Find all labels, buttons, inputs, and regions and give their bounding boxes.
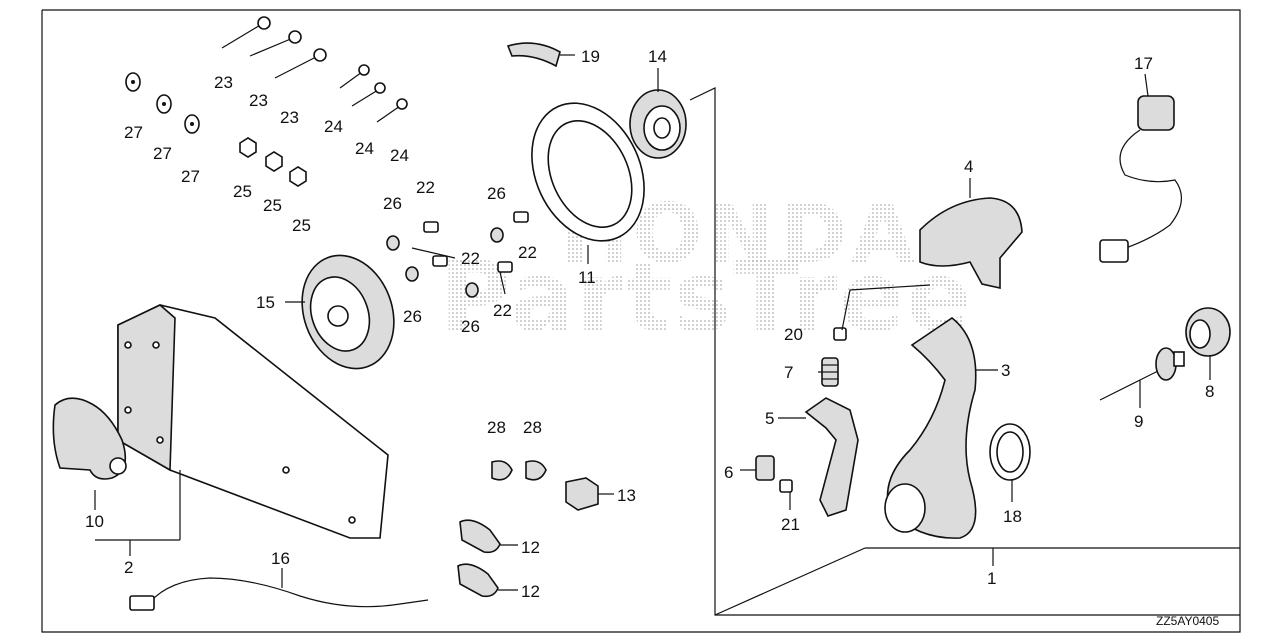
label-8: 8 — [1205, 382, 1214, 401]
label-23a: 23 — [214, 73, 233, 92]
label-26c: 26 — [461, 317, 480, 336]
label-12b: 12 — [521, 582, 540, 601]
label-6: 6 — [724, 463, 733, 482]
label-5: 5 — [765, 409, 774, 428]
label-17: 17 — [1134, 54, 1153, 73]
label-27a: 27 — [124, 123, 143, 142]
label-28a: 28 — [487, 418, 506, 437]
label-4: 4 — [964, 157, 973, 176]
part-labels: 1 2 3 4 5 6 7 8 9 10 11 12 12 13 14 15 1… — [85, 47, 1214, 601]
label-1: 1 — [987, 569, 996, 588]
label-19: 19 — [581, 47, 600, 66]
label-26d: 26 — [487, 184, 506, 203]
pad-6-icon — [755, 455, 775, 481]
cap-8-icon — [1185, 307, 1231, 357]
screw-20-icon — [833, 327, 847, 341]
outer-frame — [41, 9, 1241, 633]
subassembly-frame — [689, 87, 1240, 616]
label-27b: 27 — [153, 144, 172, 163]
label-28b: 28 — [523, 418, 542, 437]
label-11: 11 — [578, 268, 596, 287]
label-13: 13 — [617, 486, 636, 505]
label-14: 14 — [648, 47, 667, 66]
label-10: 10 — [85, 512, 104, 531]
switch-17-icon — [1099, 95, 1182, 263]
bolt-23-icon — [221, 16, 327, 79]
harness-16-icon — [129, 577, 429, 611]
label-18: 18 — [1003, 507, 1022, 526]
screw-21-icon — [779, 479, 793, 493]
gear-14-icon — [629, 89, 687, 159]
label-15: 15 — [256, 293, 275, 312]
label-22a: 22 — [416, 178, 435, 197]
cover-2-icon — [117, 304, 389, 539]
label-9: 9 — [1134, 412, 1143, 431]
drum-11-icon — [531, 102, 645, 242]
clip-28-icon — [491, 460, 547, 481]
label-24b: 24 — [355, 139, 374, 158]
label-21: 21 — [781, 515, 800, 534]
knob-10-icon — [52, 397, 127, 480]
label-25a: 25 — [233, 182, 252, 201]
lever-hub-icon — [884, 483, 926, 533]
shaft-9-icon — [1099, 347, 1185, 401]
label-22d: 22 — [518, 243, 537, 262]
label-2: 2 — [124, 558, 133, 577]
watermark-site: PartsTree — [440, 241, 973, 353]
label-23c: 23 — [280, 108, 299, 127]
label-25b: 25 — [263, 196, 282, 215]
label-25c: 25 — [292, 216, 311, 235]
clip-19-icon — [506, 42, 561, 68]
label-26a: 26 — [383, 194, 402, 213]
hub-15-icon — [301, 254, 395, 370]
plate-4-icon — [919, 197, 1023, 289]
lever-3-icon — [886, 317, 977, 539]
label-22c: 22 — [493, 301, 512, 320]
label-24c: 24 — [390, 146, 409, 165]
label-12a: 12 — [521, 538, 540, 557]
label-23b: 23 — [249, 91, 268, 110]
bracket-12-icon — [457, 519, 501, 598]
label-22b: 22 — [461, 249, 480, 268]
washer-27-icon — [125, 72, 200, 134]
bolt-22-icon — [423, 211, 529, 273]
label-26b: 26 — [403, 307, 422, 326]
washer-26-icon — [386, 227, 504, 298]
reference-code: ZZ5AY0405 — [1156, 614, 1219, 628]
spring-7-icon — [821, 357, 839, 387]
oring-18-icon — [989, 423, 1031, 481]
leader-lines — [94, 54, 1211, 591]
subassembly-frame-diag — [714, 547, 866, 616]
label-20: 20 — [784, 325, 803, 344]
screw-24-icon — [339, 64, 408, 123]
label-24a: 24 — [324, 117, 343, 136]
label-16: 16 — [271, 549, 290, 568]
nut-25-icon — [239, 137, 307, 187]
label-3: 3 — [1001, 361, 1010, 380]
label-7: 7 — [784, 363, 793, 382]
lever-5-icon — [804, 397, 859, 517]
label-27c: 27 — [181, 167, 200, 186]
block-13-icon — [565, 477, 599, 511]
